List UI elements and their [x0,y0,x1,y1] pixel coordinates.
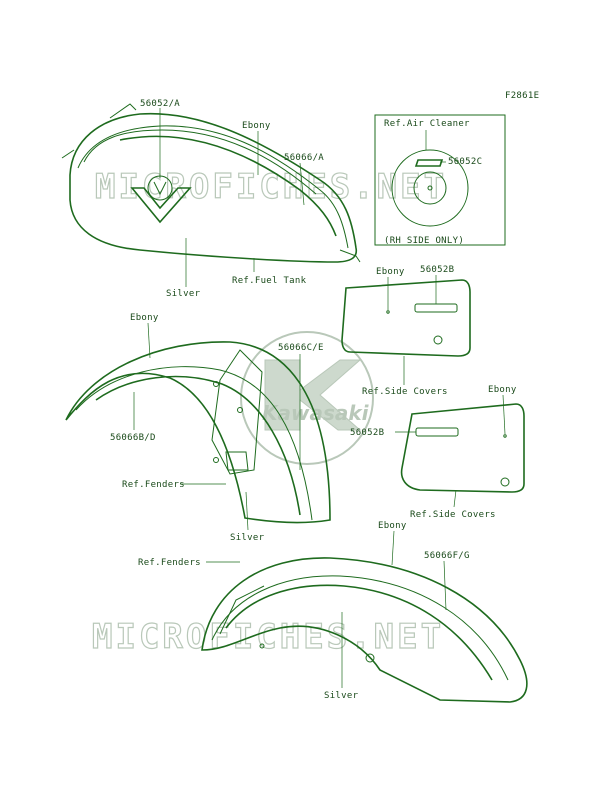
label-side-cover-top-ebony: Ebony [376,267,405,277]
label-air-cleaner-note: (RH SIDE ONLY) [384,236,464,246]
label-front-fender-ebony: Ebony [130,313,159,323]
label-rear-fender-ebony: Ebony [378,521,407,531]
label-fuel-tank-part: 56052/A [140,99,180,109]
svg-text:Kawasaki: Kawasaki [262,401,370,425]
label-rear-fender-ref: Ref.Fenders [138,558,201,568]
label-front-fender-ref: Ref.Fenders [122,480,185,490]
label-side-cover-top-part: 56052B [420,265,454,275]
air-cleaner-box [374,114,506,246]
label-front-fender-silver: Silver [230,533,265,543]
front-fender-drawing [65,341,331,524]
air-cleaner-drawing [391,149,469,227]
label-front-fender-stripe: 56066C/E [278,343,324,353]
figure-code: F2861E [505,91,539,101]
label-fuel-tank-ref: Ref.Fuel Tank [232,276,307,286]
fuel-tank-drawing [61,103,361,263]
watermark-top: MICROFICHES.NET [95,167,447,207]
label-air-cleaner-ref: Ref.Air Cleaner [384,119,470,129]
label-side-cover-bottom-ref: Ref.Side Covers [410,510,496,520]
label-fuel-tank-silver: Silver [166,289,201,299]
side-cover-top-drawing [341,279,471,357]
label-side-cover-bottom-part: 56052B [350,428,384,438]
label-rear-fender-silver: Silver [324,691,359,701]
watermark-bottom: MICROFICHES.NET [92,617,444,657]
rear-fender-drawing [201,557,528,703]
label-air-cleaner-part: 56052C [448,157,482,167]
side-cover-bottom-drawing [400,403,525,493]
label-front-fender-stripe-b: 56066B/D [110,433,156,443]
label-side-cover-top-ref: Ref.Side Covers [362,387,448,397]
label-side-cover-bottom-ebony: Ebony [488,385,517,395]
watermark-group: MICROFICHES.NET MICROFICHES.NET Kawasaki [91,166,447,657]
label-rear-fender-stripe: 56066F/G [424,551,470,561]
label-fuel-tank-ebony: Ebony [242,121,271,131]
kawasaki-logo-watermark: Kawasaki [240,331,374,465]
label-fuel-tank-stripe: 56066/A [284,153,324,163]
